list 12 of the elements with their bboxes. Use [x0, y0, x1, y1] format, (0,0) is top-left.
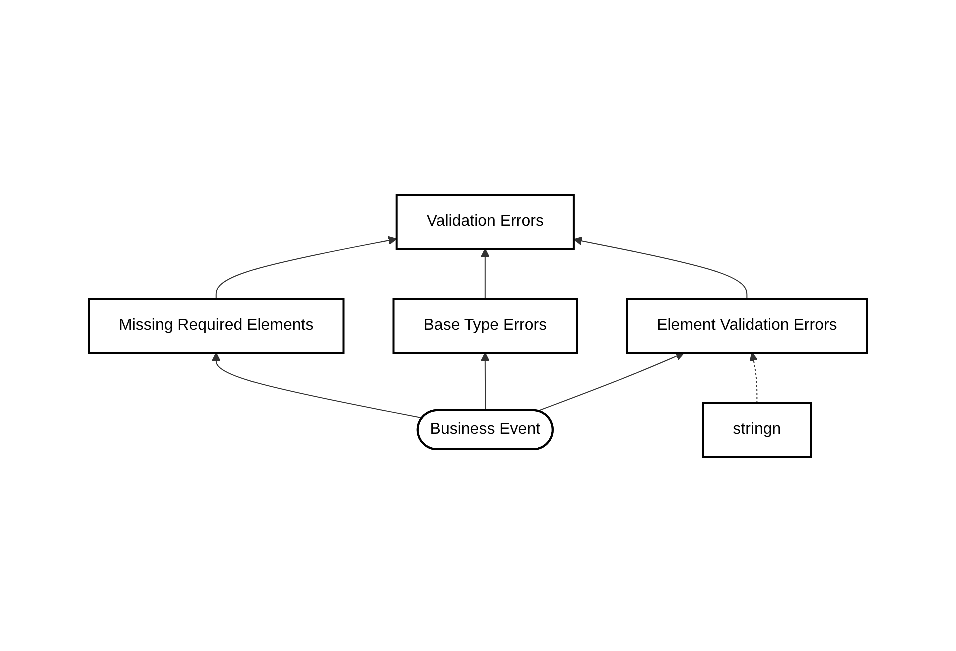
- arrow: [573, 236, 748, 299]
- arrow: [537, 352, 685, 412]
- arrow: [480, 248, 490, 299]
- arrow: [749, 352, 758, 403]
- node-box: Validation Errors: [396, 194, 575, 250]
- arrow: [480, 352, 490, 411]
- node-box: stringn: [702, 402, 812, 458]
- arrow: [212, 352, 424, 418]
- node-box: Element Validation Errors: [626, 298, 868, 354]
- node-box: Missing Required Elements: [88, 298, 345, 354]
- node-box: Base Type Errors: [392, 298, 578, 354]
- arrow: [216, 236, 398, 299]
